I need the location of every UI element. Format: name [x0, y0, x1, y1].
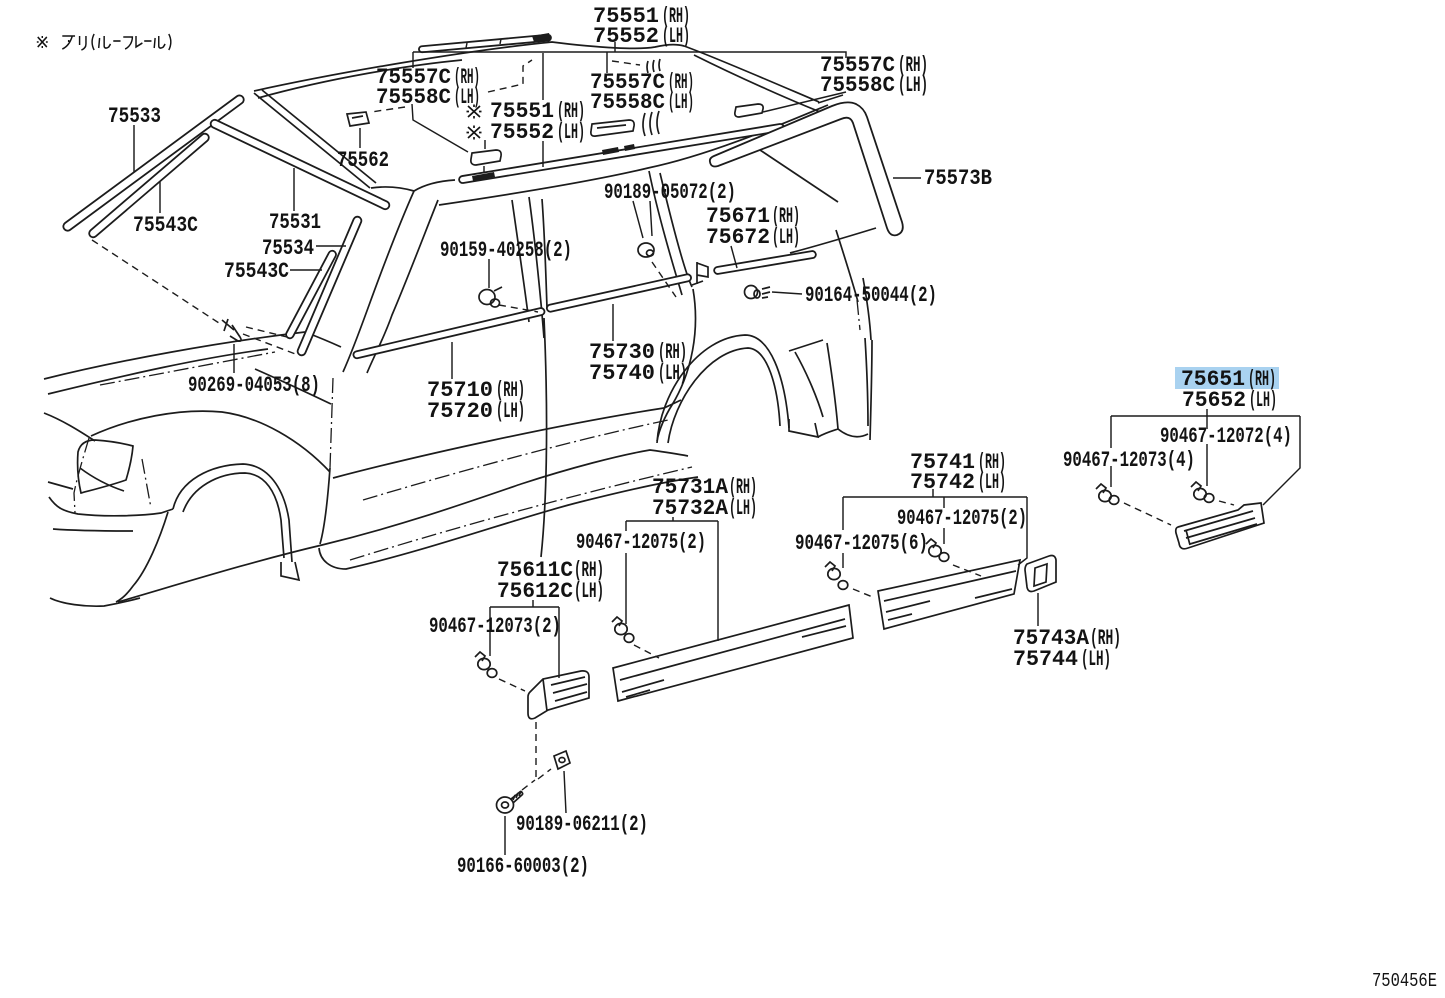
svg-text:(RH): (RH): [662, 4, 690, 29]
svg-text:(RH): (RH): [1248, 367, 1276, 392]
svg-text:(RH): (RH): [978, 450, 1006, 475]
svg-text:75710: 75710: [427, 378, 493, 403]
svg-text:75557C: 75557C: [820, 53, 895, 78]
svg-text:(RH): (RH): [557, 99, 585, 124]
svg-text:75562: 75562: [337, 148, 389, 173]
svg-text:(LH): (LH): [557, 120, 585, 145]
svg-text:75551: 75551: [593, 4, 659, 29]
svg-text:75552: 75552: [490, 120, 554, 145]
svg-text:(LH): (LH): [658, 361, 687, 386]
svg-text:(LH): (LH): [574, 579, 604, 604]
svg-text:75543C: 75543C: [224, 259, 289, 284]
svg-text:(LH): (LH): [729, 496, 757, 521]
svg-text:75612C: 75612C: [497, 579, 573, 604]
svg-text:90189-05072(2): 90189-05072(2): [604, 180, 736, 205]
svg-text:750456E: 750456E: [1372, 970, 1437, 992]
svg-text:(RH): (RH): [658, 340, 687, 365]
svg-text:75730: 75730: [589, 340, 655, 365]
svg-text:90164-50044(2): 90164-50044(2): [805, 283, 937, 308]
svg-text:(RH): (RH): [454, 65, 480, 90]
svg-text:75672: 75672: [706, 225, 770, 250]
svg-text:90189-06211(2): 90189-06211(2): [516, 812, 648, 837]
svg-text:90467-12075(2): 90467-12075(2): [576, 530, 706, 555]
svg-text:75557C: 75557C: [376, 65, 451, 90]
svg-text:75720: 75720: [427, 399, 493, 424]
svg-text:75742: 75742: [910, 470, 975, 495]
svg-text:(RH): (RH): [898, 53, 928, 78]
svg-text:75558C: 75558C: [376, 85, 451, 110]
svg-text:75557C: 75557C: [590, 70, 665, 95]
svg-text:(RH): (RH): [668, 70, 694, 95]
svg-text:90467-12073(2): 90467-12073(2): [429, 614, 561, 639]
svg-text:75651: 75651: [1181, 367, 1245, 392]
svg-text:(LH): (LH): [496, 399, 525, 424]
svg-text:75741: 75741: [910, 450, 975, 475]
svg-text:90159-40258(2): 90159-40258(2): [440, 238, 572, 263]
svg-text:75552: 75552: [593, 24, 659, 49]
svg-text:90467-12075(6): 90467-12075(6): [795, 531, 928, 556]
svg-text:(LH): (LH): [1249, 388, 1277, 413]
svg-text:75743A: 75743A: [1013, 626, 1090, 651]
svg-text:(RH): (RH): [1090, 626, 1121, 651]
svg-text:75543C: 75543C: [133, 213, 198, 238]
svg-text:75534: 75534: [262, 236, 314, 261]
svg-text:90467-12075(2): 90467-12075(2): [897, 506, 1027, 531]
svg-text:(LH): (LH): [1081, 647, 1111, 672]
svg-text:(RH): (RH): [574, 558, 604, 583]
svg-text:75531: 75531: [269, 210, 321, 235]
svg-text:90269-04053(8): 90269-04053(8): [188, 373, 320, 398]
svg-text:(LH): (LH): [772, 225, 800, 250]
svg-text:75551: 75551: [490, 99, 554, 124]
svg-text:(LH): (LH): [668, 90, 694, 115]
svg-text:(RH): (RH): [496, 378, 525, 403]
svg-text:75573B: 75573B: [924, 166, 992, 191]
svg-text:90166-60003(2): 90166-60003(2): [457, 854, 589, 879]
svg-text:75611C: 75611C: [497, 558, 573, 583]
svg-text:75732A: 75732A: [652, 496, 729, 521]
svg-text:(LH): (LH): [898, 73, 928, 98]
svg-text:75740: 75740: [589, 361, 655, 386]
svg-text:75744: 75744: [1013, 647, 1078, 672]
svg-text:75558C: 75558C: [590, 90, 665, 115]
svg-text:75652: 75652: [1182, 388, 1246, 413]
svg-text:(LH): (LH): [454, 85, 480, 110]
svg-text:(RH): (RH): [729, 475, 757, 500]
svg-text:90467-12072(4): 90467-12072(4): [1160, 424, 1292, 449]
svg-text:75671: 75671: [706, 204, 770, 229]
svg-text:75558C: 75558C: [820, 73, 895, 98]
svg-text:75533: 75533: [108, 104, 161, 129]
svg-text:(LH): (LH): [662, 24, 690, 49]
svg-text:(LH): (LH): [978, 470, 1006, 495]
svg-text:75731A: 75731A: [652, 475, 729, 500]
svg-text:(RH): (RH): [772, 204, 800, 229]
svg-text:90467-12073(4): 90467-12073(4): [1063, 448, 1195, 473]
